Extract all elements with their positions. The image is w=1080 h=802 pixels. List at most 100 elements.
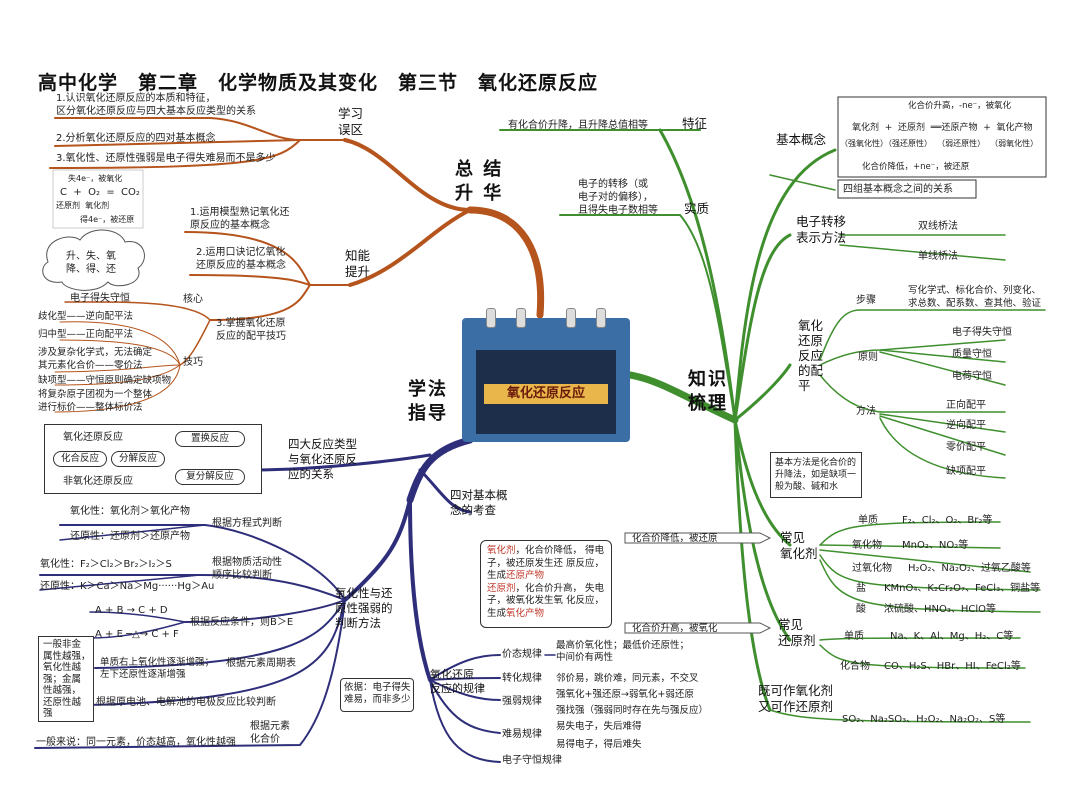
skills-label: 知能 提升 [345,248,371,279]
equation-top: 失4e⁻，被氧化 [68,174,123,183]
core-item: 电子得失守恒 [70,293,130,304]
tip-item: 缺项型——守恒原则确定缺项物 [38,375,172,386]
by-valence-label: 根据元素 化合价 [250,721,290,745]
oxidant-value: MnO₂、NO₂等 [902,540,969,551]
reductant-category: 化合物 [840,661,870,672]
metal-nonmetal-text: 一般非金 属性越强， 氧化性越 强；金属 性越强， 还原性越 强 [43,639,91,719]
equation-main: C + O₂ = CO₂ [60,187,140,198]
principle-item: 质量守恒 [952,349,992,360]
both-value: SO₂、Na₂SO₃、H₂O₂、Na₂O₂、S等 [842,714,1006,725]
valence-rule: 一般来说：同一元素，价态越高，氧化性越强 [36,737,236,748]
balancing-note: 基本方法是化合价的 升降法，如是缺项一 般为酸、碱和水 [770,452,862,498]
equation-sub: 还原剂 氧化剂 [56,201,110,210]
method-item: 正向配平 [946,400,986,411]
rule-desc: 易得电子，得后难失 [556,739,642,750]
tip-item: 将复杂原子团视为一个整体 进行标价——整体标价法 [38,389,153,413]
method-item: 零价配平 [946,442,986,453]
transfer-label: 电子转移 表示方法 [796,214,847,245]
displacement-oval: 置换反应 [175,431,245,447]
activity-rule: 氧化性：F₂＞Cl₂＞Br₂＞I₂＞S [40,559,172,570]
transfer-item: 双线桥法 [918,221,958,232]
mistake-item: 2.分析氧化还原反应的四对基本概念 [56,133,216,144]
branch-summary-title: 总 结 升 华 [455,159,504,204]
tip-item: 歧化型——逆向配平法 [38,311,134,322]
rule-desc: 易失电子，失后难得 [556,721,642,732]
four-pairs-text: 氧化剂，化合价降低， 得电子，被还原发生还 原反应，生成还原产物还原剂，化合价升… [487,545,609,620]
oxidant-value: H₂O₂、Na₂O₂、过氧乙酸等 [908,563,1031,574]
concept-equation: 氧化剂 + 还原剂 ══还原产物 + 氧化产物 [852,123,1033,133]
metal-nonmetal-note: 一般非金 属性越强， 氧化性越 强；金属 性越强， 还原性越 强 [38,636,94,722]
oxidant-value: KMnO₄、K₂Cr₂O₇、FeCl₃、铜盐等 [884,583,1041,594]
oxidant-arrow-text: 化合价降低，被还原 [632,533,718,544]
rule-name: 电子守恒规律 [502,755,562,766]
by-cell-label: 根据原电池、电解池的电极反应比较判断 [96,697,276,708]
reductant-term: 还原剂 [487,582,516,594]
rule-name: 转化规律 [502,673,542,684]
oxidant-category: 盐 [856,583,866,594]
redox-label: 氧化还原反应 [63,432,123,443]
double-decomposition-oval: 复分解反应 [175,469,245,485]
oxidant-value: F₂、Cl₂、O₂、Br₂等 [902,515,993,526]
skill-item: 3.掌握氧化还原 反应的配平技巧 [216,318,286,342]
rule-name: 难易规律 [502,729,542,740]
condition-rule: A + B → C + D [95,605,168,616]
page-title: 高中化学 第二章 化学物质及其变化 第三节 氧化还原反应 [38,72,599,94]
principle-item: 电荷守恒 [952,371,992,382]
oxidant-category: 酸 [856,604,866,615]
reductant-category: 单质 [844,631,864,642]
binder-ring [486,308,496,328]
essence-item: 电子的转移（或 电子对的偏移）， 且得失电子数相等 [578,179,658,216]
method-item: 缺项配平 [946,466,986,477]
period-rule: 单质右上氧化性逐渐增强； 左下还原性逐渐增强 [100,657,215,680]
binder-ring [516,308,526,328]
strength-label: 氧化性与还 原性强弱的 判断方法 [335,586,393,630]
concept-top: 化合价升高，-ne⁻，被氧化 [908,101,1012,111]
four-pairs-box: 氧化剂，化合价降低， 得电子，被还原发生还 原反应，生成还原产物还原剂，化合价升… [480,540,612,628]
reductant-desc: ，化合价升高， 失电子，被氧化发生氧 化反应，生成 [487,582,605,619]
tips-label: 技巧 [183,357,203,368]
reductant-value: Na、K、Al、Mg、H₂、C等 [890,631,1014,642]
tip-item: 涉及复杂化学式，无法确定 其元素化合价——零价法 [38,347,153,371]
principle-item: 电子得失守恒 [952,327,1012,338]
four-types-label: 四大反应类型 与氧化还原反 应的关系 [288,437,357,481]
method-label: 方法 [856,406,876,417]
basis-note: 依据：电子得失 难易，而非多少 [340,678,414,712]
tip-item: 归中型——正向配平法 [38,329,134,340]
equation-rule: 还原性：还原剂＞还原产物 [70,531,190,542]
oxidants-label: 常见 氧化剂 [780,530,818,561]
by-period-label: 根据元素周期表 [226,658,296,669]
reductants-label: 常见 还原剂 [778,617,816,648]
equation-bottom: 得4e⁻，被还原 [80,215,135,224]
feature-label: 特征 [682,116,708,131]
branch-method-title: 学法 指导 [408,379,448,424]
reaction-types-diagram: 氧化还原反应 化合反应 分解反应 置换反应 复分解反应 非氧化还原反应 [44,424,262,494]
concept-roles: （强氧化性）（强还原性） （弱还原性） （弱氧化性） [840,139,1039,148]
rule-name: 价态规律 [502,649,542,660]
center-topic-icon: 氧化还原反应 [462,308,630,442]
oxidation-product-term: 氧化产物 [506,607,545,619]
binder-ring [566,308,576,328]
oxidant-term: 氧化剂 [487,545,516,556]
branch-knowledge-title: 知识 梳理 [688,369,728,414]
mnemonic-cloud: 升、失、氧 降、得、还 [66,251,116,275]
reduction-product-term: 还原产物 [506,570,545,581]
balancing-note-text: 基本方法是化合价的 升降法，如是缺项一 般为酸、碱和水 [775,458,857,492]
mistakes-label: 学习 误区 [338,106,364,137]
reductant-arrow-text: 化合价升高，被氧化 [632,623,718,634]
oxidant-category: 单质 [858,515,878,526]
rules-label: 氧化还原 反应的规律 [430,668,485,695]
by-condition-label: 根据反应条件，则B＞E [190,617,294,628]
binder-ring [596,308,606,328]
oxidant-category: 过氧化物 [852,563,892,574]
by-activity-label: 根据物质活动性 顺序比较判断 [212,557,282,581]
mistake-item: 3.氧化性、还原性强弱是电子得失难易而不是多少 [56,153,276,164]
rule-desc: 强找强（强弱同时存在先与强反应） [556,705,709,716]
decomposition-oval: 分解反应 [111,451,165,467]
method-item: 逆向配平 [946,420,986,431]
non-redox-label: 非氧化还原反应 [63,476,133,487]
reductant-value: CO、H₂S、HBr、HI、FeCl₂等 [884,661,1021,672]
balancing-label: 氧化 还原 反应 的配 平 [798,318,824,393]
concept-pairs: 四组基本概念之间的关系 [843,184,953,195]
combination-oval: 化合反应 [53,451,107,467]
